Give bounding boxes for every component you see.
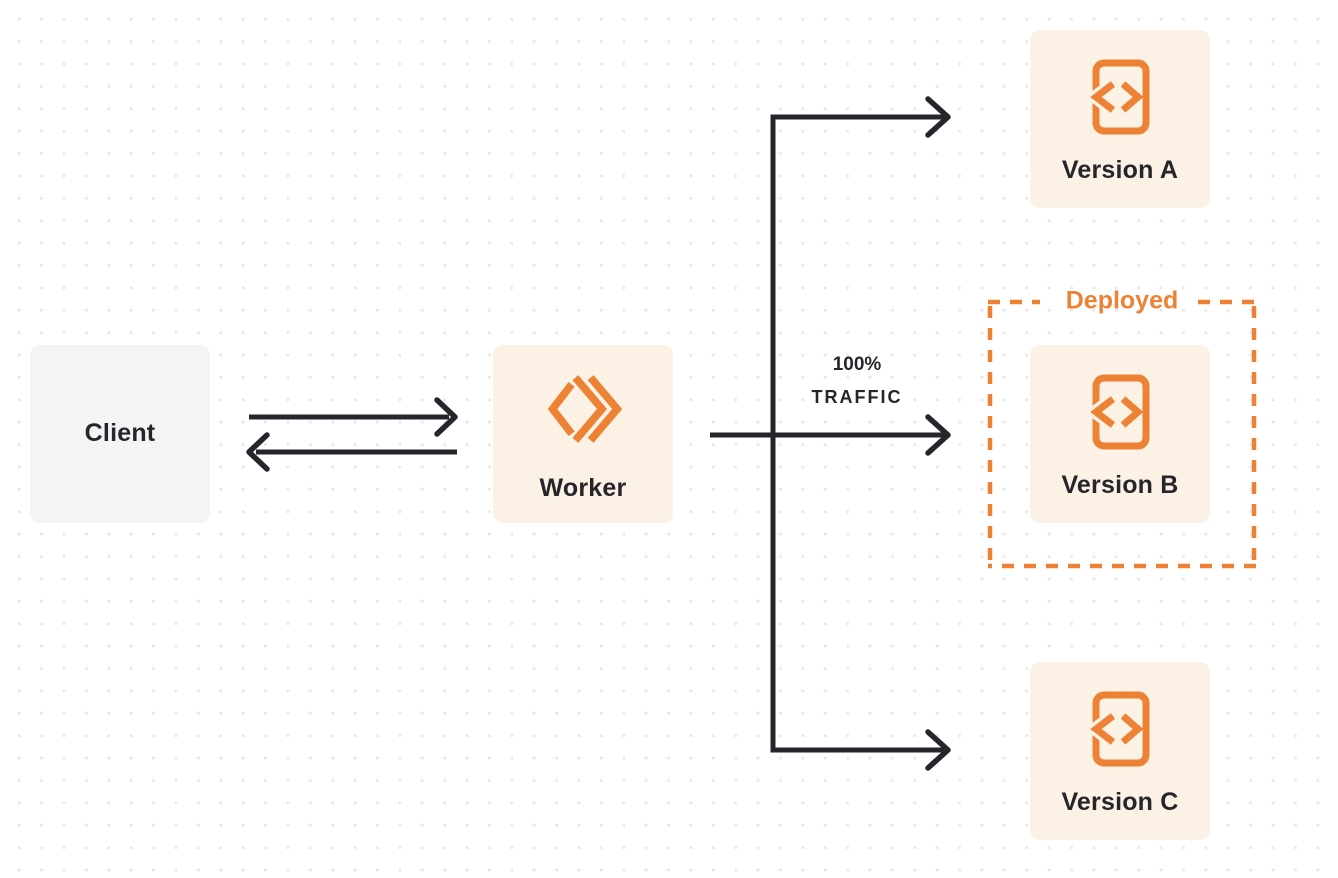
worker-label: Worker (539, 474, 627, 502)
deployed-label: Deployed (1065, 286, 1179, 315)
deployed-boundary (987, 299, 1257, 569)
version-c-label: Version C (1061, 788, 1179, 816)
worker-node: Worker (493, 345, 673, 523)
arrowhead-version-c (925, 729, 951, 771)
version-b-node: Version B (1030, 345, 1210, 523)
traffic-percent: 100% (832, 354, 882, 375)
traffic-label: 100% TRAFFIC (812, 354, 903, 408)
version-a-node: Version A (1030, 30, 1210, 208)
version-b-label: Version B (1061, 471, 1179, 499)
worker-to-client-arrow (246, 432, 457, 472)
traffic-branch-lines (710, 96, 951, 771)
client-to-worker-arrow (249, 397, 458, 437)
client-label: Client (84, 419, 156, 448)
code-file-icon (1090, 374, 1150, 450)
worker-chevron-diamond-icon (547, 375, 622, 443)
code-file-icon (1090, 691, 1150, 767)
arrowhead-version-b (925, 414, 951, 456)
version-c-node: Version C (1030, 662, 1210, 840)
traffic-word: TRAFFIC (811, 387, 903, 407)
client-node: Client (30, 345, 210, 523)
arrowhead-version-a (925, 96, 951, 138)
version-a-label: Version A (1061, 156, 1179, 184)
code-file-icon (1090, 59, 1150, 135)
